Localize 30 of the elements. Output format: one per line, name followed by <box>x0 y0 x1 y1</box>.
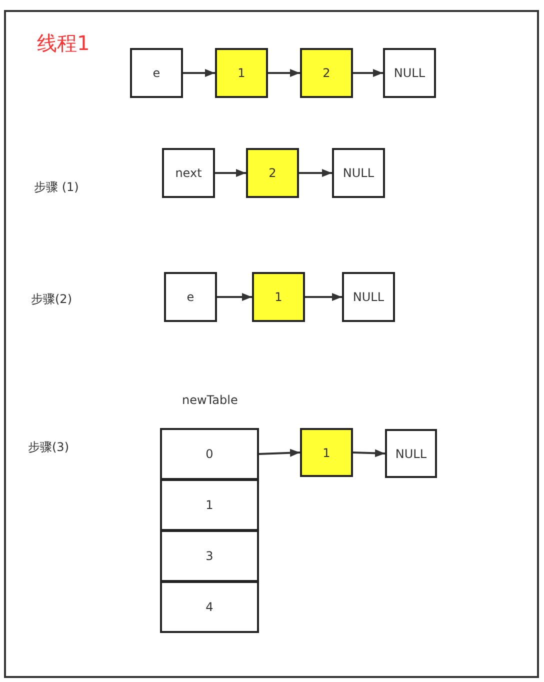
list-node-box: NULL <box>332 148 385 198</box>
step-label: 步骤(2) <box>31 291 72 308</box>
step-label: 步骤(3) <box>28 439 69 456</box>
step-label: 步骤 (1) <box>34 179 79 196</box>
table-cell: 1 <box>160 479 259 531</box>
arrow <box>353 69 383 77</box>
arrow <box>258 448 300 457</box>
list-node-box: NULL <box>383 48 436 98</box>
arrow <box>299 169 332 177</box>
table-cell: 4 <box>160 581 259 633</box>
list-node-box: NULL <box>385 429 437 478</box>
list-node-box: 1 <box>252 272 305 322</box>
arrow <box>215 169 246 177</box>
arrow <box>305 293 342 301</box>
list-node-box: e <box>130 48 183 98</box>
list-node-box: next <box>162 148 215 198</box>
list-node-box: 1 <box>215 48 268 98</box>
arrow <box>268 69 300 77</box>
list-node-box: 2 <box>246 148 299 198</box>
table-cell: 0 <box>160 428 259 480</box>
list-node-box: 1 <box>300 428 353 477</box>
table-heading: newTable <box>182 393 238 407</box>
arrow <box>217 293 252 301</box>
table-cell: 3 <box>160 530 259 582</box>
arrow <box>352 449 386 458</box>
list-node-box: e <box>164 272 217 322</box>
list-node-box: NULL <box>342 272 395 322</box>
arrow <box>183 69 215 77</box>
title: 线程1 <box>37 30 90 57</box>
list-node-box: 2 <box>300 48 353 98</box>
